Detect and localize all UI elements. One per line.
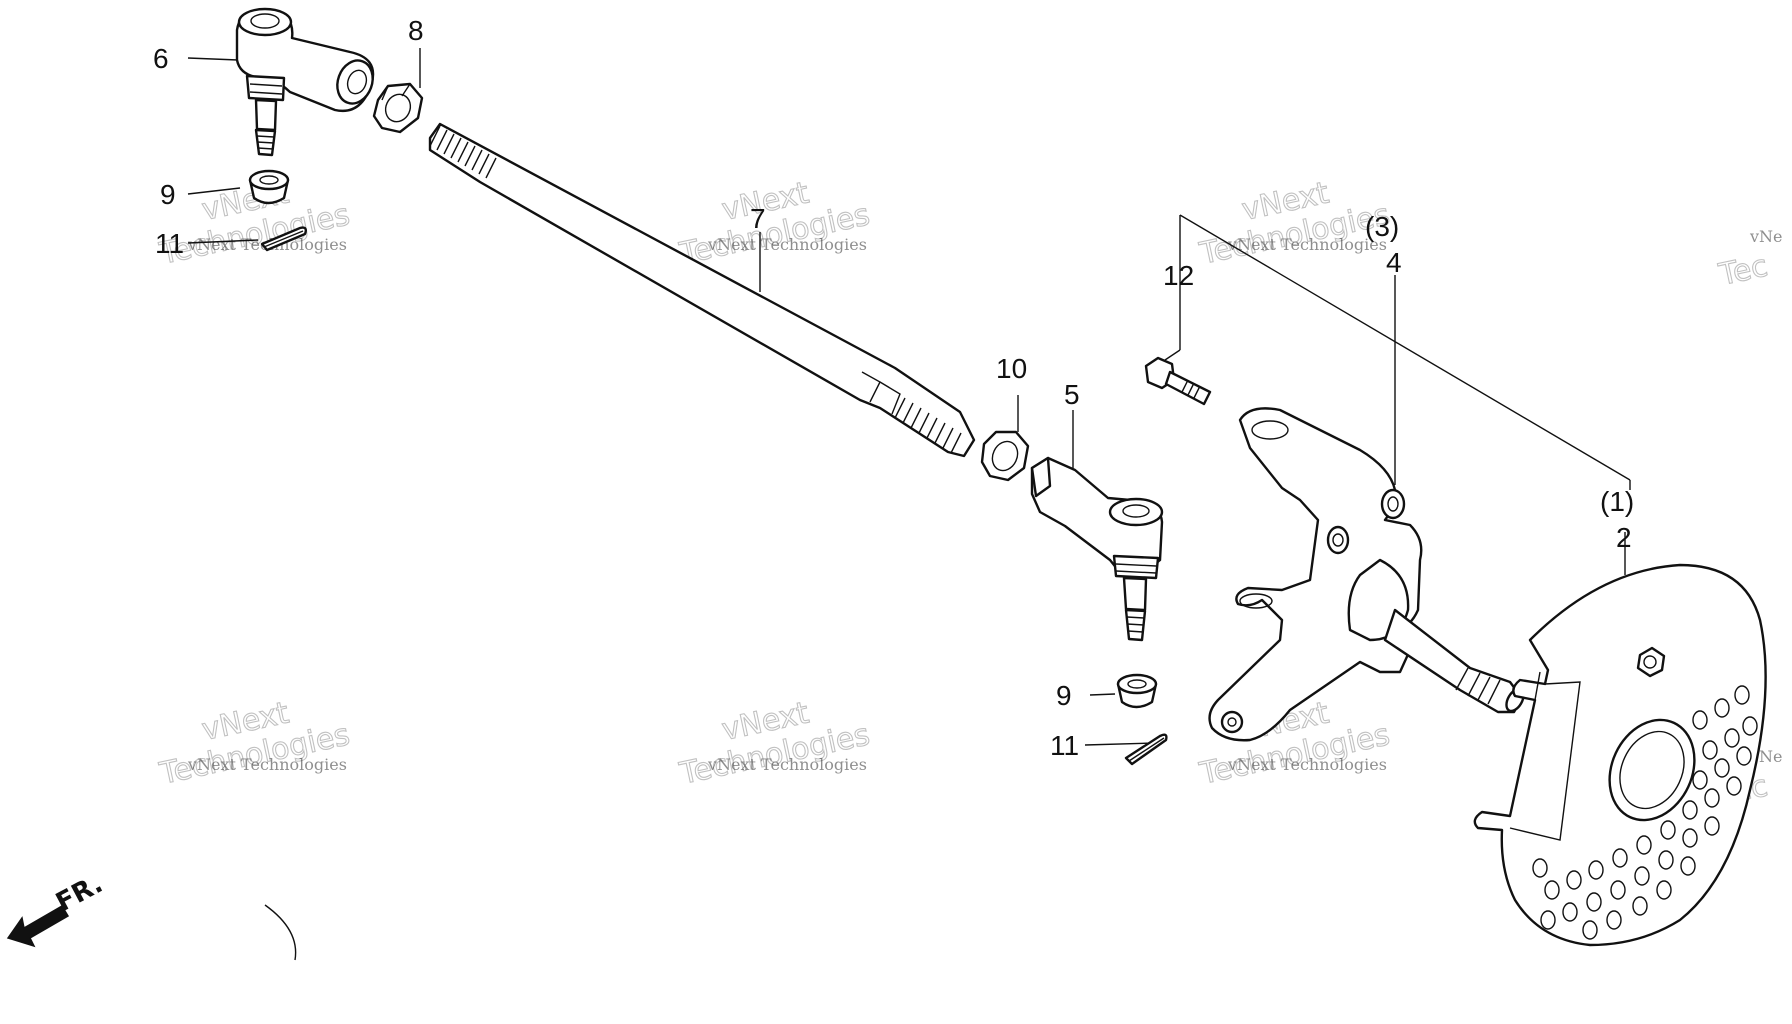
tie-rod-end-lower — [1030, 456, 1164, 642]
label-part-5: 5 — [1064, 379, 1080, 410]
watermark-text-6: vNext Technologies — [1227, 755, 1387, 774]
watermark-text-3: vNext Technologies — [1227, 235, 1387, 254]
lock-nut-10 — [980, 430, 1030, 482]
disc-holes — [1532, 685, 1758, 940]
watermark-4: vNext Technologies — [156, 695, 354, 792]
label-part-12: 12 — [1163, 260, 1194, 291]
label-part-3: (3) — [1365, 211, 1399, 242]
flange-bolt-12 — [1144, 356, 1212, 406]
label-part-11-lower: 11 — [1050, 730, 1079, 761]
watermark-text-2: vNext Technologies — [707, 235, 867, 254]
label-part-11-upper: 11 — [155, 228, 184, 259]
label-part-10: 10 — [996, 353, 1027, 384]
label-part-2: 2 — [1616, 522, 1632, 553]
label-part-1: (1) — [1600, 486, 1634, 517]
label-part-7: 7 — [750, 203, 766, 234]
label-part-9-lower: 9 — [1056, 680, 1072, 711]
cotter-pin-lower — [1124, 733, 1168, 766]
scan-artifact-arc — [264, 904, 297, 961]
label-part-9-upper: 9 — [160, 179, 176, 210]
watermark-edge-small-1: vNe — [1749, 227, 1783, 246]
leader-lines — [187, 48, 1631, 746]
cotter-pin-upper — [260, 226, 308, 252]
front-direction-arrow: FR. — [6, 869, 108, 948]
watermark-text-4: vNext Technologies — [187, 755, 347, 774]
label-part-6: 6 — [153, 43, 169, 74]
lock-nut-8 — [372, 82, 424, 134]
castle-nut-upper — [248, 169, 290, 205]
watermark-5: vNext Technologies — [676, 695, 874, 792]
label-part-8: 8 — [408, 15, 424, 46]
watermark-2: vNext Technologies — [676, 175, 874, 272]
castle-nut-lower — [1116, 673, 1158, 709]
tie-rod-shaft — [428, 122, 976, 458]
watermark-edge-big-1: Tec — [1715, 249, 1770, 293]
brake-disc-cover — [1473, 563, 1767, 947]
label-part-4: 4 — [1386, 247, 1402, 278]
watermark-3: vNext Technologies — [1196, 175, 1394, 272]
steering-knuckle — [1208, 407, 1525, 742]
tie-rod-end-upper — [235, 7, 375, 157]
watermark-text-5: vNext Technologies — [707, 755, 867, 774]
